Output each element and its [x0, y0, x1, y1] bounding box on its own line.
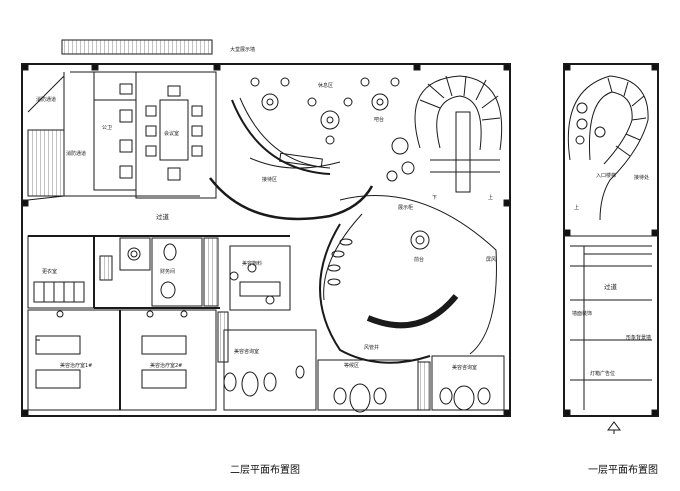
drawing-room-bottom [317, 359, 419, 411]
label-restroom: 公卫 [102, 125, 113, 131]
label-finance: 财务间 [160, 269, 176, 275]
fire-escape-stair [27, 129, 65, 197]
caption-first-floor: 一层平面布置图 [588, 465, 658, 476]
label-entrance-stair: 入口楼梯 [596, 173, 617, 179]
treatment-room-2 [119, 309, 217, 411]
label-consult: 美容咨询室 [234, 349, 260, 355]
meeting-chairs [145, 85, 203, 181]
label-lobby-note: 接待处 [634, 175, 650, 181]
outer-wall [21, 63, 511, 417]
label-drawing-room: 接待区 [262, 177, 278, 183]
first-floor-outline [563, 63, 659, 417]
spiral-stair [414, 75, 503, 193]
label-treatment-2: 美容治疗室2# [150, 363, 183, 369]
label-rest-area: 休息区 [318, 83, 334, 89]
label-beauty-storage: 美容物料 [242, 261, 263, 267]
label-meeting: 会议室 [164, 131, 180, 137]
consult-room [223, 329, 317, 411]
label-fire-escape: 消防通道 [66, 151, 87, 157]
label-wall-note-2: 形象背景墙 [626, 335, 652, 341]
finance-room [151, 237, 203, 307]
reception-desk [366, 294, 459, 329]
reception-curve [319, 223, 431, 364]
consult-room-2 [431, 355, 505, 411]
label-wall-note-3: 灯箱广告位 [590, 371, 616, 377]
treatment-room-1 [27, 309, 121, 411]
label-bar: 吧台 [374, 117, 385, 123]
label-wall-note-1: 墙面装饰 [572, 311, 593, 317]
label-waiting: 等候区 [344, 363, 360, 369]
label-up: 上 [488, 195, 494, 201]
drawing-room-wall [209, 177, 374, 221]
entrance-arrow-icon [607, 421, 621, 431]
restroom-block [93, 71, 137, 191]
label-ff-corridor: 过道 [604, 283, 617, 291]
top-balcony-rail [61, 39, 213, 55]
beauty-storage [229, 245, 291, 311]
meeting-table [159, 99, 189, 161]
label-reception-desk: 前台 [414, 257, 425, 263]
reception-post [410, 230, 430, 250]
label-dressing: 更衣室 [42, 269, 58, 275]
rest-area-furniture [250, 77, 400, 145]
label-duct: 风管井 [364, 345, 380, 351]
meeting-room [135, 71, 217, 199]
reception-chairs [327, 238, 353, 286]
label-screen: 屏风 [486, 257, 497, 263]
label-down: 下 [432, 195, 438, 201]
label-ff-up: 上 [574, 205, 580, 211]
label-display: 展示柜 [398, 205, 414, 211]
curved-partition [231, 99, 331, 175]
label-hall-top: 大堂展示墙 [230, 47, 256, 53]
label-corridor: 过道 [156, 213, 169, 221]
label-fire-exit-top: 消防通道 [36, 97, 57, 103]
label-treatment-1: 美容治疗室1# [60, 363, 93, 369]
small-wc [119, 237, 151, 271]
label-consult-2: 美容咨询室 [452, 365, 478, 371]
caption-second-floor: 二层平面布置图 [230, 465, 300, 476]
